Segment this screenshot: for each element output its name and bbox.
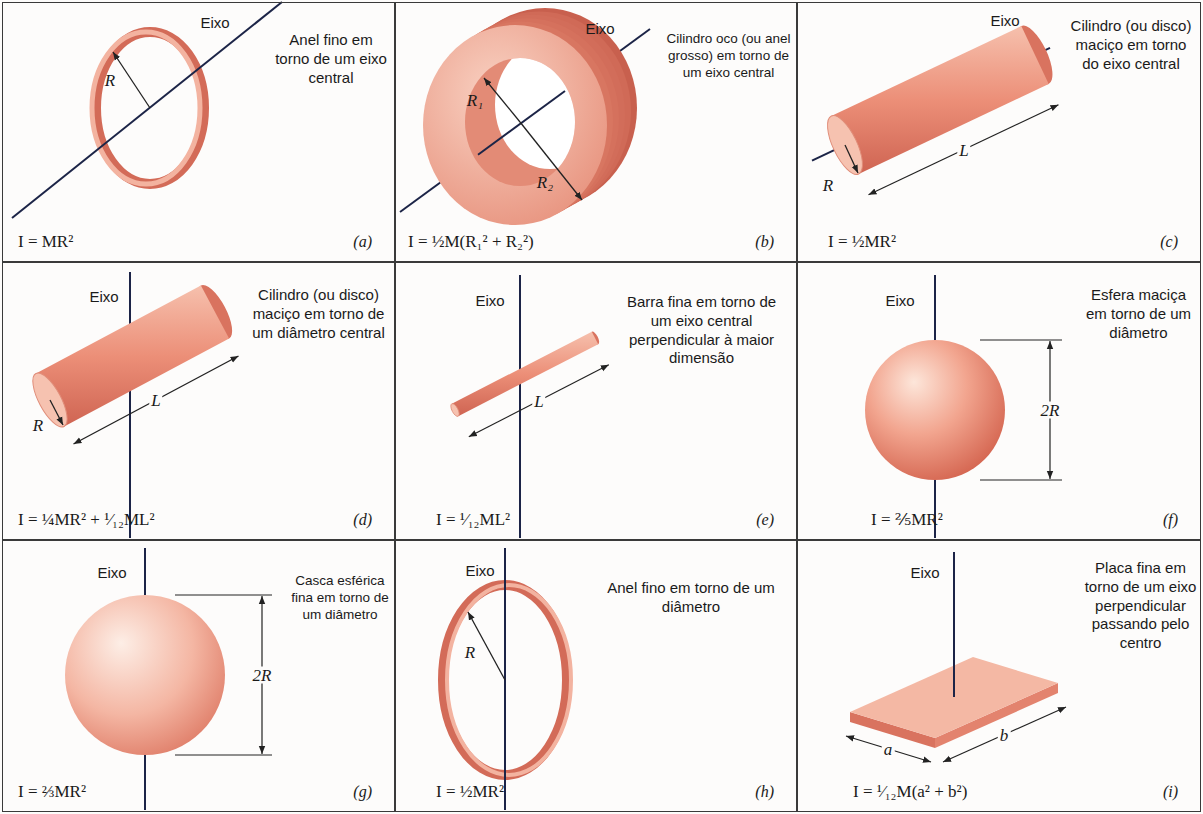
inertia-formula: I = ¹⁄₁₂ML² [436, 510, 510, 530]
thin-plate-part [846, 736, 931, 762]
dimension-label: L [149, 392, 162, 409]
thin-rod [449, 275, 609, 538]
hollow-cylinder-part [520, 122, 582, 200]
axis-label: Eixo [910, 565, 939, 580]
dimension-label: 2R [1039, 402, 1062, 419]
inertia-formula: I = ⅔MR² [18, 782, 86, 802]
panel-description: Placa fina em torno de um eixo perpendic… [1083, 559, 1198, 653]
figure-panel: Cilindro oco (ou anel grosso) em torno d… [395, 2, 797, 262]
hollow-cylinder-part [423, 25, 607, 225]
thin-plate-part [953, 552, 955, 700]
panel-letter: (e) [756, 511, 774, 529]
spherical-shell [65, 548, 272, 810]
dimension-label: L [532, 393, 545, 410]
solid-cylinder-part [845, 145, 858, 173]
thin-rod-part [452, 332, 598, 416]
figure-panel: Anel fino em torno de um diâmetro I = ½MR… [395, 540, 797, 812]
axis-label: Eixo [990, 13, 1019, 28]
panel-letter: (i) [1163, 783, 1178, 801]
solid-cylinder [812, 21, 1060, 195]
dimension-label: R₁ [467, 92, 483, 109]
inertia-formula: I = ½MR² [828, 232, 896, 252]
figure-panel: Casca esférica fina em torno de um diâme… [2, 540, 395, 812]
solid-sphere-part [980, 340, 1062, 341]
spherical-shell-part [65, 595, 225, 755]
panel-letter: (c) [1160, 233, 1178, 251]
panel-description: Cilindro oco (ou anel grosso) em torno d… [661, 31, 796, 82]
panel-letter: (a) [353, 233, 372, 251]
hollow-cylinder-part [495, 41, 605, 169]
solid-cylinder-part [820, 111, 869, 179]
axis-label: Eixo [200, 15, 229, 30]
panel-letter: (b) [755, 233, 774, 251]
thin-plate [846, 552, 1066, 762]
thin-plate-part [943, 707, 1066, 762]
axis-label: Eixo [465, 563, 494, 578]
panel-description: Esfera maciça em torno de um diâmetro [1081, 286, 1196, 342]
figure-panel: Cilindro (ou disco) maciço em torno do e… [797, 2, 1201, 262]
figure-panel: Barra fina em torno de um eixo central p… [395, 262, 797, 540]
dimension-label: R [105, 72, 115, 89]
solid-cylinder [26, 272, 239, 538]
axis-label: Eixo [89, 289, 118, 304]
dimension-label: R [465, 644, 475, 661]
panel-letter: (h) [755, 783, 774, 801]
axis-label: Eixo [475, 293, 504, 308]
panel-description: Cilindro (ou disco) maciço em torno de u… [246, 286, 391, 342]
axis-label: Eixo [585, 21, 614, 36]
solid-sphere-part [980, 480, 1062, 481]
dimension-label: 2R [251, 667, 274, 684]
inertia-formula: I = ⅖MR² [871, 509, 943, 530]
solid-cylinder-part [869, 105, 1059, 195]
thin-rod-part [449, 402, 461, 417]
spherical-shell-part [175, 755, 272, 756]
solid-cylinder-part [50, 400, 63, 425]
figure-panel: Placa fina em torno de um eixo perpendic… [797, 540, 1201, 812]
panel-description: Anel fino em torno de um eixo central [271, 31, 391, 87]
figure-panel: Esfera maciça em torno de um diâmetro I =… [797, 262, 1201, 540]
thin-ring-part [113, 52, 150, 108]
thin-ring-part [12, 2, 282, 218]
hollow-cylinder [400, 8, 650, 225]
thin-ring-part [96, 32, 204, 184]
panel-letter: (f) [1163, 511, 1178, 529]
dimension-label: R [33, 417, 43, 434]
axis-label: Eixo [97, 565, 126, 580]
figure-panel: Cilindro (ou disco) maciço em torno de u… [2, 262, 395, 540]
figure-panel: Anel fino em torno de um eixo central I =… [2, 2, 395, 262]
solid-sphere-part [865, 340, 1005, 480]
hollow-cylinder-part [484, 78, 520, 122]
solid-cylinder-part [129, 272, 131, 538]
panel-description: Barra fina em torno de um eixo central p… [619, 293, 784, 368]
solid-cylinder-part [74, 356, 239, 444]
panel-description: Cilindro (ou disco) maciço em torno do e… [1066, 17, 1196, 73]
thin-ring-part [447, 585, 571, 775]
dimension-label: R [823, 177, 833, 194]
panel-description: Casca esférica fina em torno de um diâme… [287, 573, 393, 624]
inertia-formula: I = ¹⁄₁₂M(a² + b²) [853, 782, 967, 802]
inertia-formula: I = ½M(R₁² + R₂²) [408, 232, 534, 252]
solid-sphere [865, 275, 1062, 538]
thin-ring [443, 548, 571, 810]
inertia-formula: I = ¼MR² + ¹⁄₁₂ML² [18, 510, 155, 530]
panel-letter: (g) [353, 783, 372, 801]
dimension-label: L [957, 142, 970, 159]
dimension-label: b [998, 727, 1011, 744]
dimension-label: R₂ [537, 174, 553, 191]
inertia-formula: I = MR² [18, 232, 73, 252]
axis-label: Eixo [885, 293, 914, 308]
dimension-label: a [882, 741, 895, 758]
thin-ring [12, 2, 282, 218]
panel-letter: (d) [353, 511, 372, 529]
thin-rod-part [519, 275, 521, 538]
inertia-formula: I = ½MR² [436, 782, 504, 802]
thin-ring-part [92, 32, 200, 184]
solid-cylinder-part [831, 26, 1048, 174]
spherical-shell-part [175, 595, 272, 596]
panel-description: Anel fino em torno de um diâmetro [606, 579, 776, 617]
thin-rod-part [469, 365, 609, 437]
thin-plate-part [953, 552, 955, 697]
